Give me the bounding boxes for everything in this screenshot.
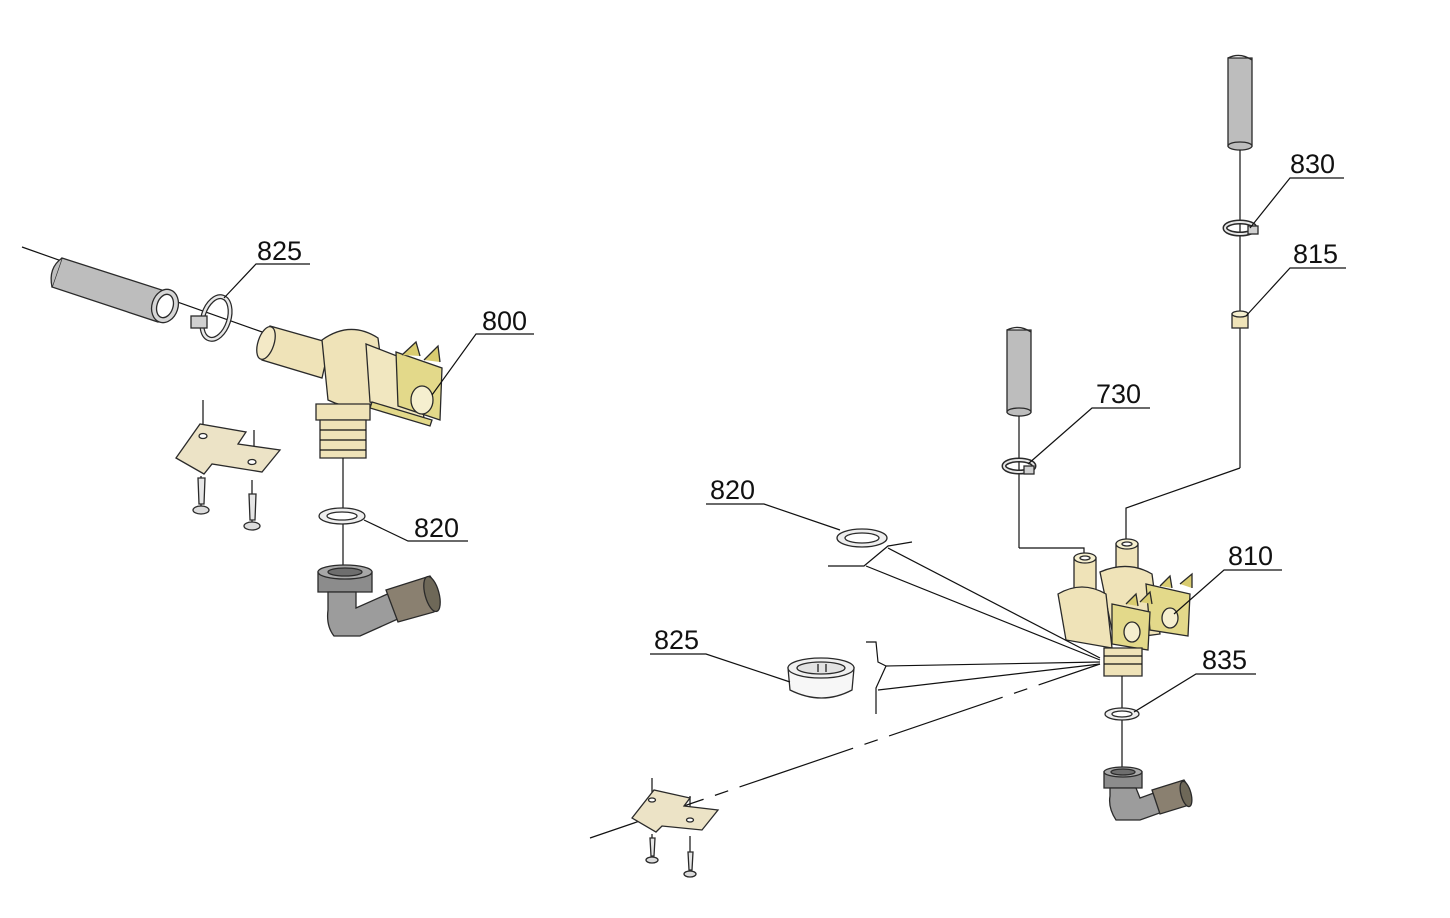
left-hose-clamp [190,294,233,342]
leader-right-810 [1173,569,1282,615]
left-screw-2 [243,493,261,531]
right-top-clamp [1222,219,1259,237]
callout-right-815: 815 [1293,239,1338,269]
right-top-hose [1227,54,1253,151]
leader-right-815 [1245,267,1346,317]
callout-left-800: 800 [482,306,527,336]
right-middle-hose [1006,326,1032,417]
right-screw-1 [645,837,659,864]
leader-left-820 [363,519,468,542]
callout-right-730: 730 [1096,379,1141,409]
washer-convergence-2 [865,565,1101,661]
right-top-routing [1125,467,1241,540]
callout-right-835: 835 [1202,645,1247,675]
double-water-valve [1057,538,1193,677]
left-washer [318,507,366,525]
leader-right-825 [650,653,791,683]
leader-left-800 [431,333,534,396]
washer-break-mark [828,541,913,567]
leader-right-835 [1133,673,1256,713]
cap-convergence-1 [885,661,1101,667]
washer-convergence-1 [887,547,1101,659]
leader-right-830 [1249,177,1344,229]
right-elbow-fitting [1103,766,1193,821]
callout-left-825: 825 [257,236,302,266]
right-middle-clamp [1001,457,1037,475]
right-screw-2 [683,851,697,878]
right-assembly: 830 815 730 810 835 820 825 [589,54,1346,878]
cap-break-mark [866,641,887,714]
callout-right-830: 830 [1290,149,1335,179]
left-screw-1 [192,477,210,515]
callout-right-825: 825 [654,625,699,655]
left-elbow-fitting [317,564,441,637]
left-assembly: 825 800 820 [21,236,534,637]
callout-right-820: 820 [710,475,755,505]
right-washer [836,528,888,548]
left-water-valve [256,325,443,459]
callout-left-820: 820 [414,513,459,543]
cap-convergence-2 [877,663,1101,691]
callout-right-810: 810 [1228,541,1273,571]
flow-restrictor [1231,310,1249,329]
right-mounting-bracket [631,778,720,878]
leader-left-825 [223,263,310,299]
right-middle-routing [1019,547,1085,556]
left-mounting-bracket [175,400,282,531]
leader-right-820 [706,503,841,531]
leader-right-730 [1027,407,1150,465]
right-small-washer [1104,707,1140,721]
left-inlet-hose [50,257,180,324]
right-cap [787,657,855,699]
